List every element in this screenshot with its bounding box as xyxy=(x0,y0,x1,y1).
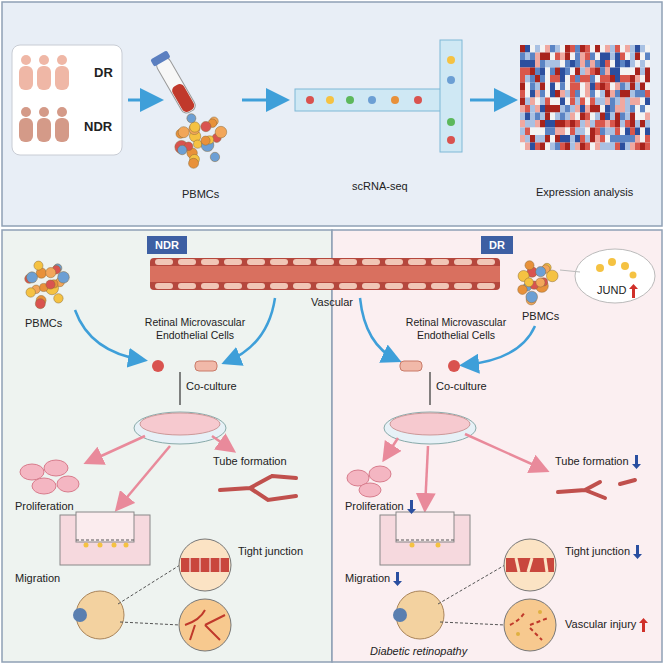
figure-label: Tight junction xyxy=(565,545,630,558)
header-text: DR xyxy=(489,239,505,251)
figure-label: Diabetic retinopathy xyxy=(370,645,467,658)
figure-label: Vascular injury xyxy=(565,618,636,631)
increase-arrow xyxy=(629,284,638,298)
decrease-arrow xyxy=(393,572,402,586)
decrease-arrow xyxy=(633,545,642,559)
cohort-box: DR NDR xyxy=(12,45,122,155)
figure-label: JUND xyxy=(597,284,626,297)
figure-label: Vascular xyxy=(311,296,353,309)
figure-label: Tight junction xyxy=(238,545,303,558)
group-label: NDR xyxy=(84,119,112,134)
figure-label: Proliferation xyxy=(15,500,74,513)
figure-label: Tube formation xyxy=(555,455,629,468)
figure-label: scRNA-seq xyxy=(352,180,408,193)
figure-label: Expression analysis xyxy=(536,186,633,199)
figure-label: Migration xyxy=(15,572,60,585)
figure-label: Migration xyxy=(345,572,390,585)
increase-arrow xyxy=(639,618,648,632)
figure-label: Proliferation xyxy=(345,500,404,513)
figure-label: Retinal Microvascular Endothelial Cells xyxy=(140,316,250,342)
figure-label: Co-culture xyxy=(186,380,237,393)
figure-label: PBMCs xyxy=(25,317,62,330)
header-text: NDR xyxy=(155,239,179,251)
group-header: NDR xyxy=(147,236,187,254)
figure-label: PBMCs xyxy=(522,310,559,323)
figure-label: Tube formation xyxy=(213,455,287,468)
decrease-arrow xyxy=(407,500,416,514)
group-label: DR xyxy=(94,65,113,80)
figure-label: PBMCs xyxy=(182,188,219,201)
figure-label: Co-culture xyxy=(436,380,487,393)
group-header: DR xyxy=(481,236,513,254)
figure-label: Retinal Microvascular Endothelial Cells xyxy=(400,316,512,342)
decrease-arrow xyxy=(632,455,641,469)
